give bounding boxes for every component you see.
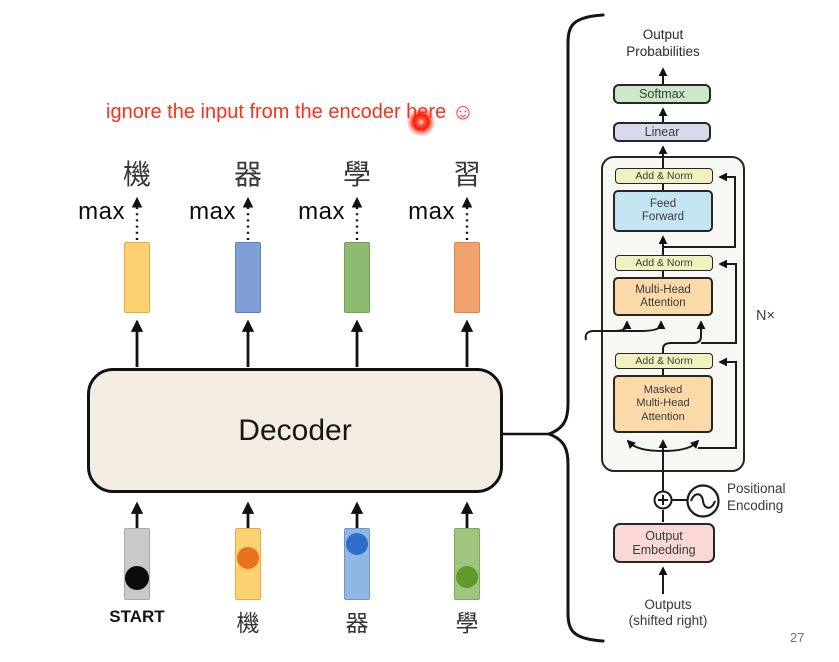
positional-encoding-label: Positional Encoding [727, 481, 786, 513]
add-norm-box-1: Add & Norm [615, 168, 713, 184]
token-dot [456, 566, 478, 588]
curly-brace [544, 13, 605, 643]
decoder-output-arrows [130, 319, 474, 367]
max-label: max [189, 198, 236, 225]
token-dot [346, 533, 368, 555]
input-token-bar [454, 528, 480, 600]
output-vector-bar [454, 242, 480, 313]
outputs-label: Outputs (shifted right) [628, 597, 708, 628]
multi-head-attention-box: Multi-Head Attention [613, 277, 713, 316]
page-number: 27 [790, 630, 805, 645]
add-norm-box-3: Add & Norm [615, 353, 713, 369]
smiley-icon: ☺ [451, 99, 475, 124]
output-char: 學 [342, 158, 371, 191]
input-label: 器 [345, 611, 369, 637]
output-char: 習 [452, 158, 481, 191]
token-dot [125, 566, 149, 590]
max-label: max [298, 198, 345, 225]
dotted-argmax-arrows [131, 196, 473, 240]
output-vector-bar [344, 242, 370, 313]
annotation-string: ignore the input from the encoder here [106, 101, 452, 123]
output-embedding-box: Output Embedding [613, 523, 715, 563]
decoder-box: Decoder [87, 368, 503, 493]
input-token-bar [124, 528, 150, 600]
output-probabilities-label: Output Probabilities [626, 27, 700, 59]
max-label: max [408, 198, 455, 225]
cross-attention-input-lines [584, 320, 706, 353]
max-label: max [78, 198, 125, 225]
masked-attention-input-lines [626, 439, 700, 452]
sine-wave-icon [686, 484, 720, 518]
softmax-box: Softmax [613, 84, 711, 104]
plus-circle-icon [653, 490, 673, 510]
decoder-label: Decoder [238, 413, 352, 447]
n-times-label: N× [756, 308, 775, 324]
input-label-start: START [109, 607, 165, 626]
decoder-input-arrows [130, 501, 474, 528]
token-dot [237, 547, 259, 569]
output-char: 器 [233, 158, 262, 191]
input-label: 機 [236, 611, 260, 637]
masked-multi-head-attention-box: Masked Multi-Head Attention [613, 375, 713, 433]
feed-forward-box: Feed Forward [613, 190, 713, 232]
residual-connections [663, 172, 737, 449]
add-norm-box-2: Add & Norm [615, 255, 713, 271]
linear-box: Linear [613, 122, 711, 142]
laser-pointer-dot [407, 108, 435, 136]
output-char: 機 [122, 158, 151, 191]
input-label: 學 [455, 611, 479, 637]
annotation-text: ignore the input from the encoder here ☺ [106, 99, 474, 125]
output-vector-bar [235, 242, 261, 313]
output-vector-bar [124, 242, 150, 313]
